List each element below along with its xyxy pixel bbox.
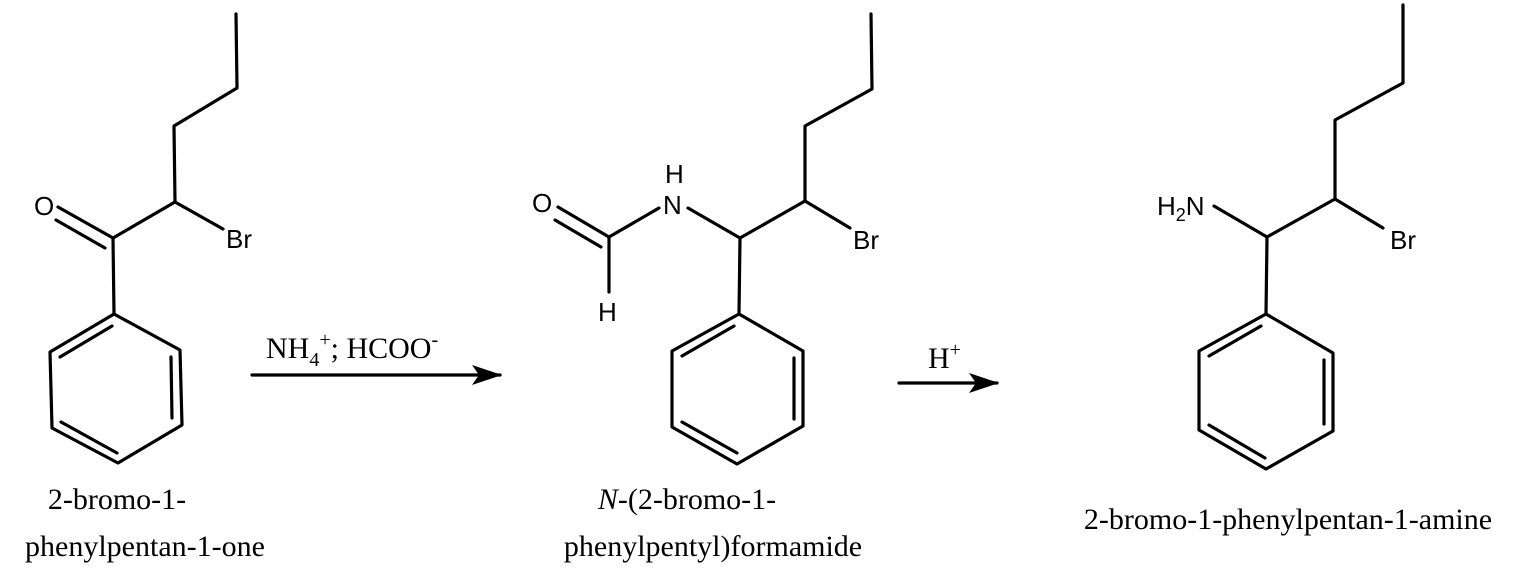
ring-double-bond [1207,324,1263,358]
compound-3-name: 2-bromo-1-phenylpentan-1-amine [1084,503,1492,536]
ring-double-bond [59,420,119,455]
c-br-bond [1333,197,1385,230]
amine-group: H2N [1157,191,1205,225]
compound-1-structure: O Br [34,12,252,465]
reaction-arrow-1: NH4+; HCOO- [250,329,502,385]
c1-ring-bond [1264,235,1269,316]
arrow-1-reagents: NH4+; HCOO- [266,329,438,371]
n-c1-bond [686,206,742,240]
compound-2-name-line1: N-(2-bromo-1- [597,483,776,516]
c1-ring-bond [737,236,742,316]
compound-2-structure: O N H H Br [532,12,879,466]
compound-2-name-line2: phenylpentyl)formamide [564,530,862,563]
ring-double-bond [58,324,114,359]
c1-ring-bond [111,236,116,316]
compound-1-name-line2: phenylpentan-1-one [25,530,265,563]
propyl-chain [1333,3,1405,201]
ring-double-bond [680,420,739,455]
compound-1-name: 2-bromo-1- phenylpentan-1-one [25,483,265,563]
compound-3-structure: H2N Br [1157,3,1416,471]
c1-c2-bond [1265,197,1337,239]
n-formyl-bond [607,206,661,239]
oxygen-atom: O [34,191,54,221]
c1-c2-bond [111,200,177,240]
bromine-atom: Br [1390,225,1416,255]
ring-double-bond [1207,423,1267,460]
oxygen-atom: O [532,188,552,218]
formyl-carbonyl-bond-inner [553,218,603,249]
c1-c2-bond [738,199,807,240]
compound-2-name: N-(2-bromo-1- phenylpentyl)formamide [564,483,862,563]
ring-double-bond [680,324,736,358]
n-c1-bond [1212,204,1269,239]
reaction-arrow-2: H+ [897,339,999,393]
formyl-carbonyl-bond [556,205,611,239]
compound-3-name-line1: 2-bromo-1-phenylpentan-1-amine [1084,503,1492,536]
propyl-chain [172,12,239,204]
nitrogen-atom: N [663,190,682,220]
ring-double-bond [169,355,174,420]
propyl-chain [803,12,874,203]
c-br-bond [173,200,225,231]
nh-hydrogen-atom: H [665,159,684,189]
compound-1-name-line1: 2-bromo-1- [48,483,186,516]
c-br-bond [803,199,852,230]
formyl-hydrogen-atom: H [598,297,617,327]
benzene-ring [670,312,805,466]
benzene-ring [48,312,184,465]
carbonyl-bond-inner [54,218,107,250]
bromine-atom: Br [226,224,252,254]
carbonyl-bond [56,205,115,240]
arrow-2-reagent: H+ [928,339,961,375]
benzene-ring [1197,312,1335,471]
bromine-atom: Br [853,225,879,255]
